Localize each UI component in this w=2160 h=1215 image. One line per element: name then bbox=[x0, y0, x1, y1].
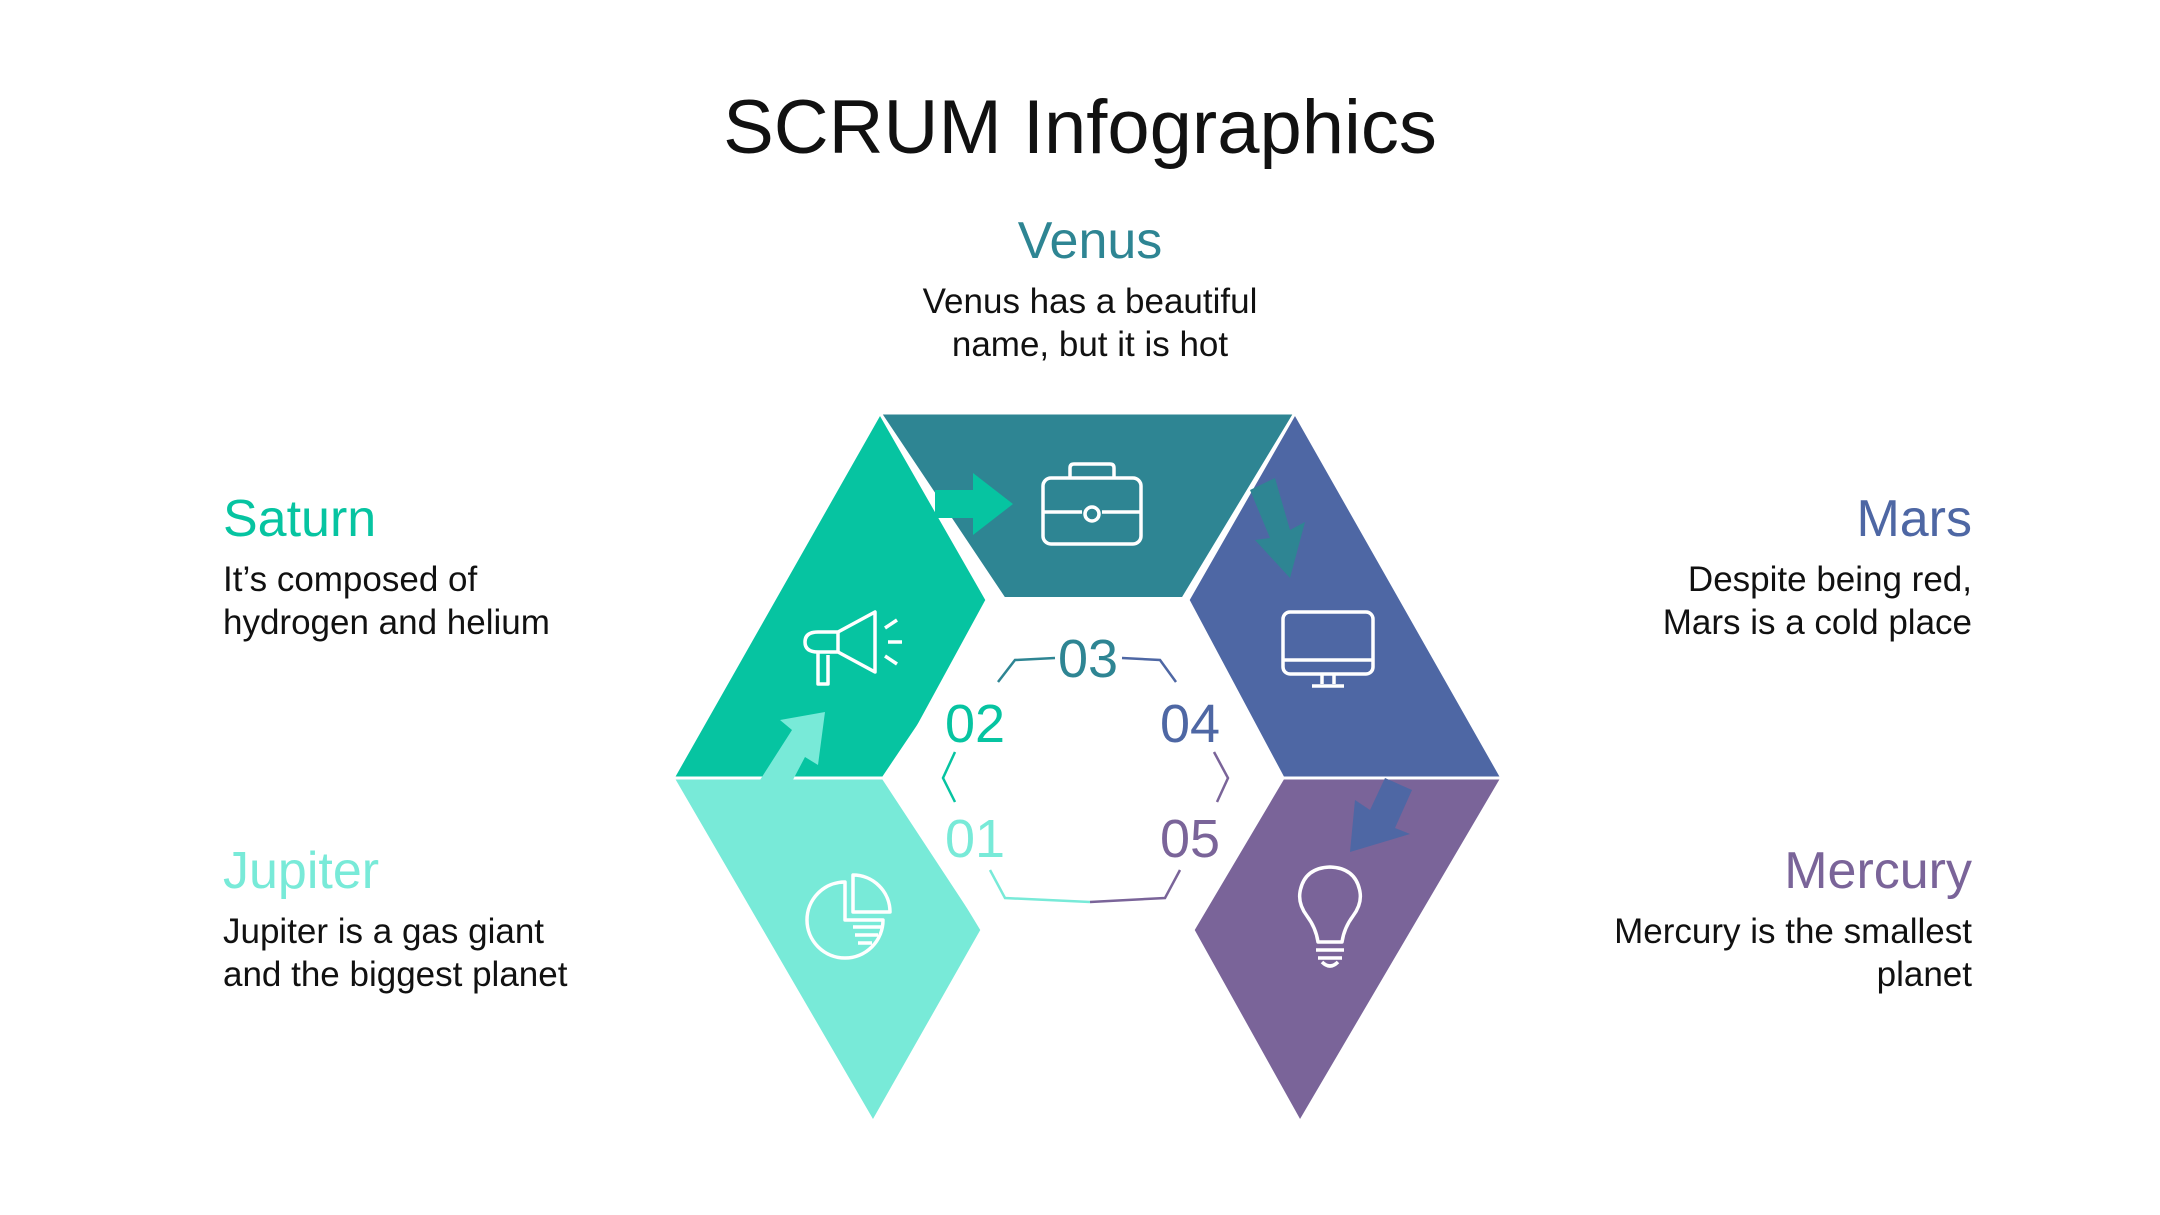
inner-connector-bottom bbox=[1089, 869, 1182, 904]
mercury-description: Mercury is the smallest planet bbox=[1614, 912, 1972, 994]
inner-connector-top bbox=[997, 656, 1056, 683]
arrow-jupiter-to-saturn bbox=[760, 712, 825, 795]
inner-hexagon bbox=[882, 597, 1283, 933]
mercury-heading: Mercury bbox=[1784, 842, 1972, 900]
number-05: 05 bbox=[1160, 809, 1220, 869]
jupiter-heading: Jupiter bbox=[223, 842, 380, 900]
arrow-saturn-to-venus bbox=[935, 473, 1013, 535]
inner-connector-left bbox=[941, 751, 957, 803]
inner-connector-bottom bbox=[988, 869, 1091, 904]
jupiter-description: Jupiter is a gas giant and the biggest p… bbox=[223, 912, 568, 994]
monitor-icon bbox=[1281, 610, 1375, 688]
mars-heading: Mars bbox=[1856, 490, 1972, 548]
megaphone-icon bbox=[803, 610, 902, 686]
arrow-venus-to-mars bbox=[1250, 478, 1305, 578]
page-title: SCRUM Infographics bbox=[723, 85, 1437, 170]
saturn-description: It’s composed of hydrogen and helium bbox=[223, 560, 550, 642]
pie-chart-icon bbox=[805, 873, 892, 960]
number-03: 03 bbox=[1058, 629, 1118, 689]
number-02: 02 bbox=[945, 694, 1005, 754]
inner-connector-top bbox=[1121, 656, 1178, 683]
venus-heading: Venus bbox=[1017, 212, 1163, 270]
arrow-mars-to-mercury bbox=[1350, 778, 1412, 852]
saturn-heading: Saturn bbox=[223, 490, 377, 548]
briefcase-icon bbox=[1041, 462, 1143, 546]
number-04: 04 bbox=[1160, 694, 1220, 754]
inner-connector-right bbox=[1212, 751, 1230, 803]
number-01: 01 bbox=[945, 809, 1005, 869]
mars-description: Despite being red, Mars is a cold place bbox=[1662, 560, 1972, 642]
lightbulb-icon bbox=[1297, 865, 1363, 968]
venus-description: Venus has a beautiful name, but it is ho… bbox=[922, 282, 1258, 364]
